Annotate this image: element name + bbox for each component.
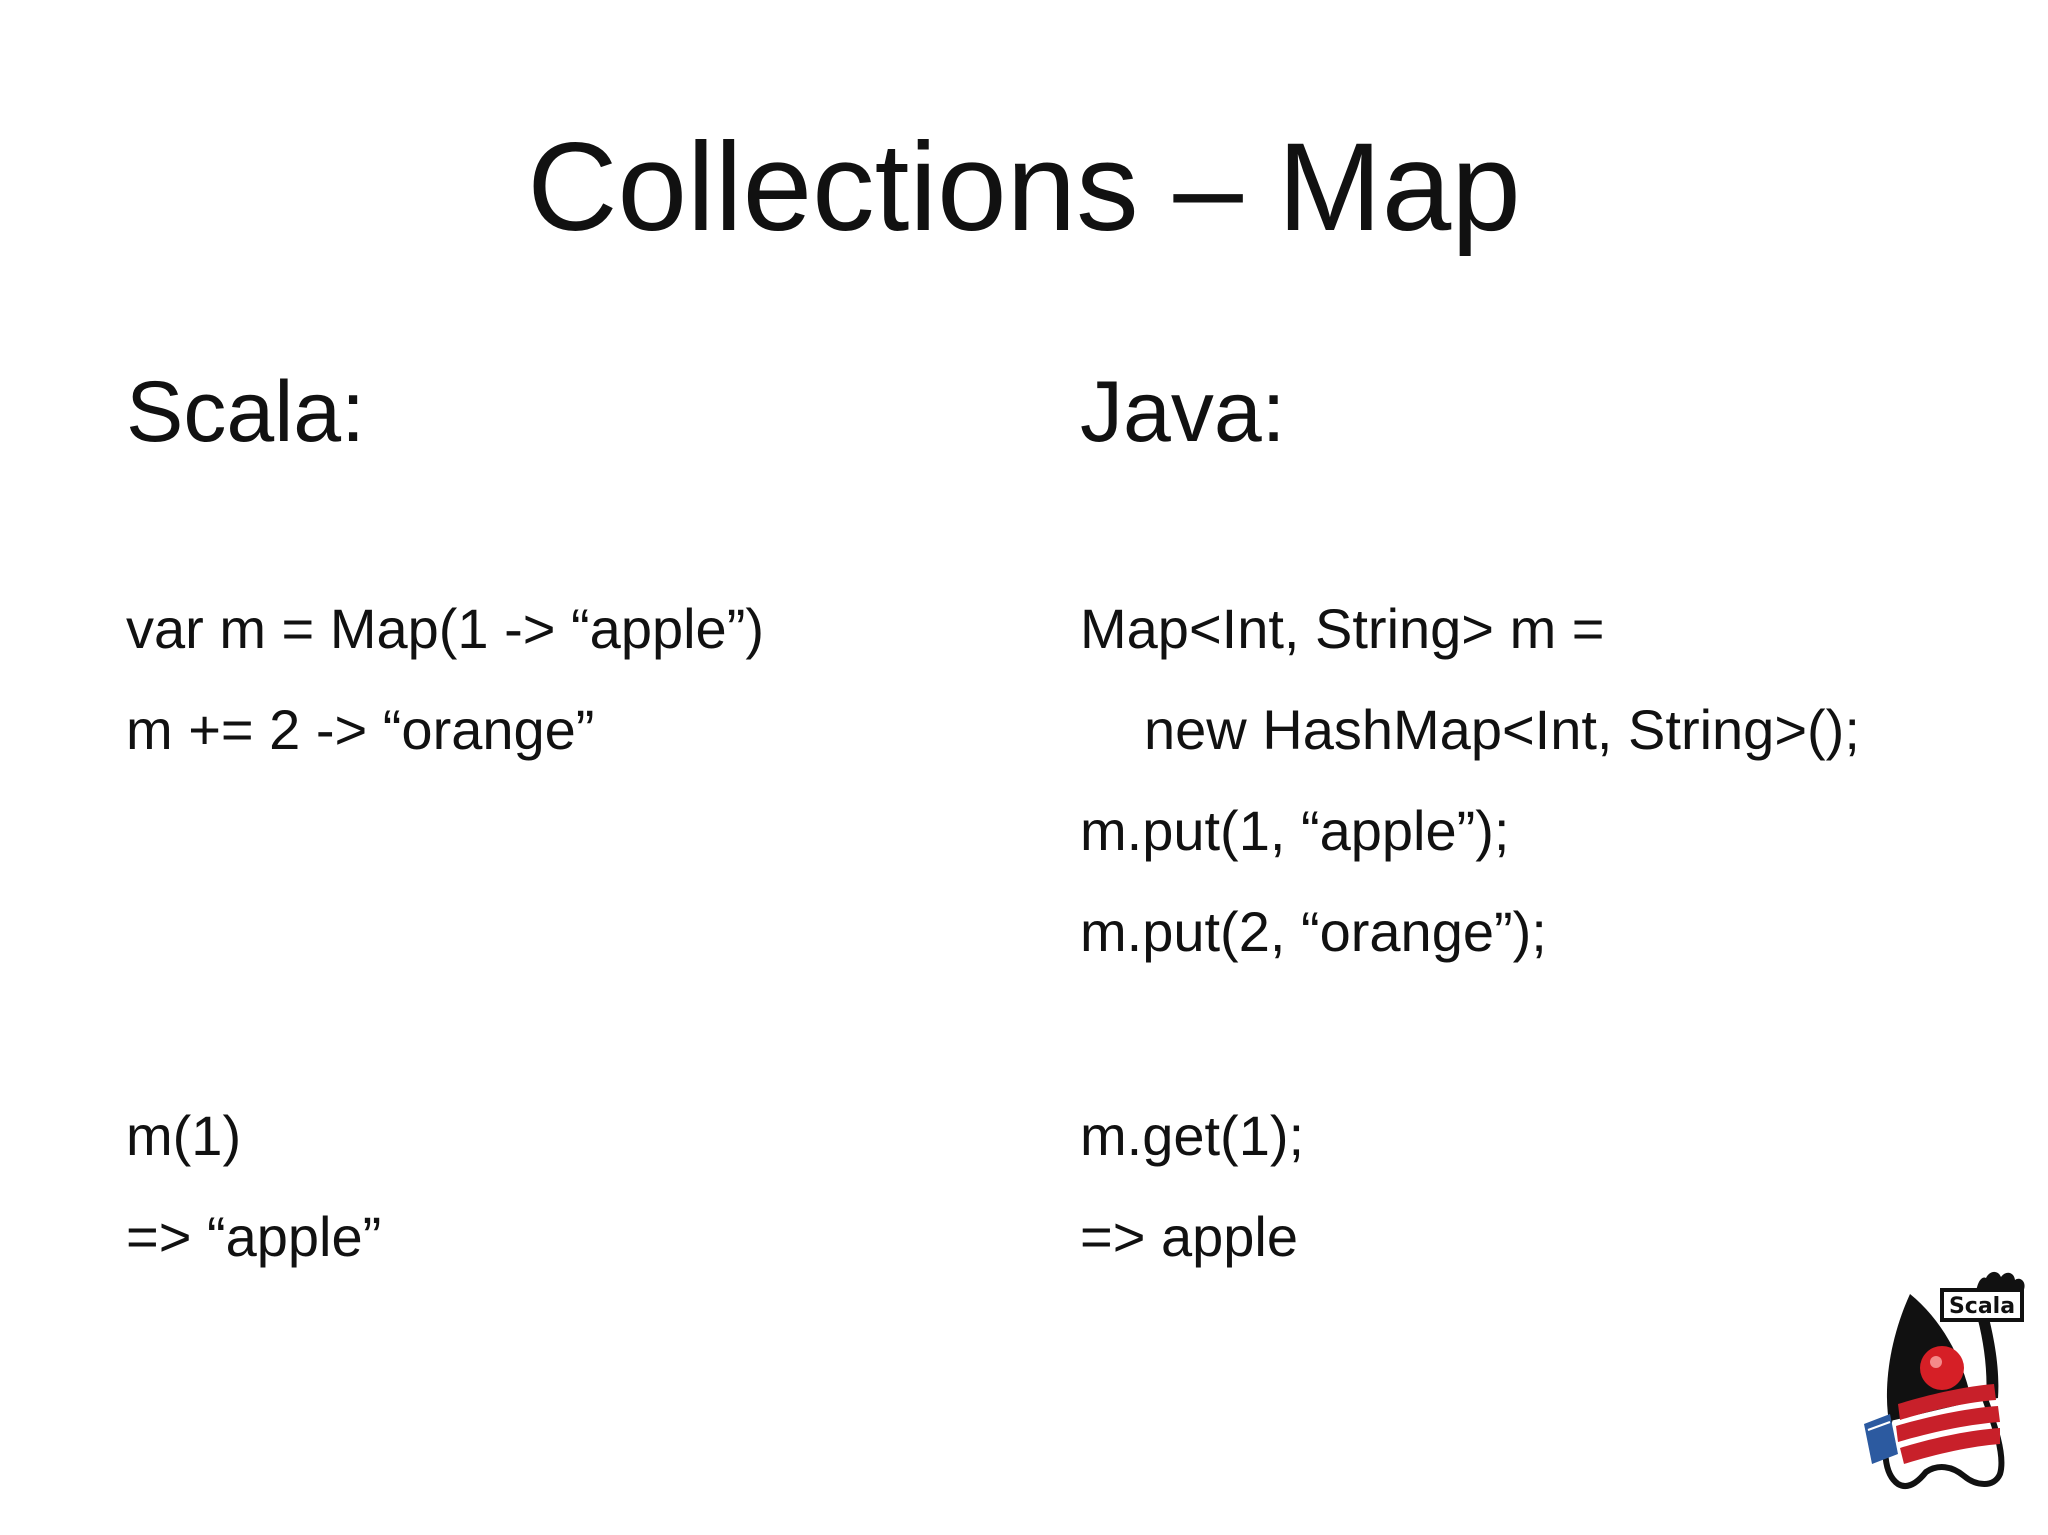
scala-heading: Scala: xyxy=(126,364,366,460)
java-code-line: new HashMap<Int, String>(); xyxy=(1144,698,1860,761)
scala-code-line: => “apple” xyxy=(126,1205,382,1268)
logo-label: Scala xyxy=(1949,1294,2015,1319)
scala-code-line: var m = Map(1 -> “apple”) xyxy=(126,597,764,660)
java-code-line: => apple xyxy=(1080,1205,1298,1268)
scala-code-line: m(1) xyxy=(126,1104,242,1167)
java-code-line: Map<Int, String> m = xyxy=(1080,597,1605,660)
java-code-line: m.put(1, “apple”); xyxy=(1080,799,1510,862)
scala-duke-mascot-icon: Scala xyxy=(1860,1268,2030,1493)
java-code-line: m.put(2, “orange”); xyxy=(1080,900,1547,963)
java-code-line: m.get(1); xyxy=(1080,1104,1305,1167)
scala-code-line: m += 2 -> “orange” xyxy=(126,698,595,761)
java-heading: Java: xyxy=(1080,364,1286,460)
slide-title: Collections – Map xyxy=(527,118,1521,257)
